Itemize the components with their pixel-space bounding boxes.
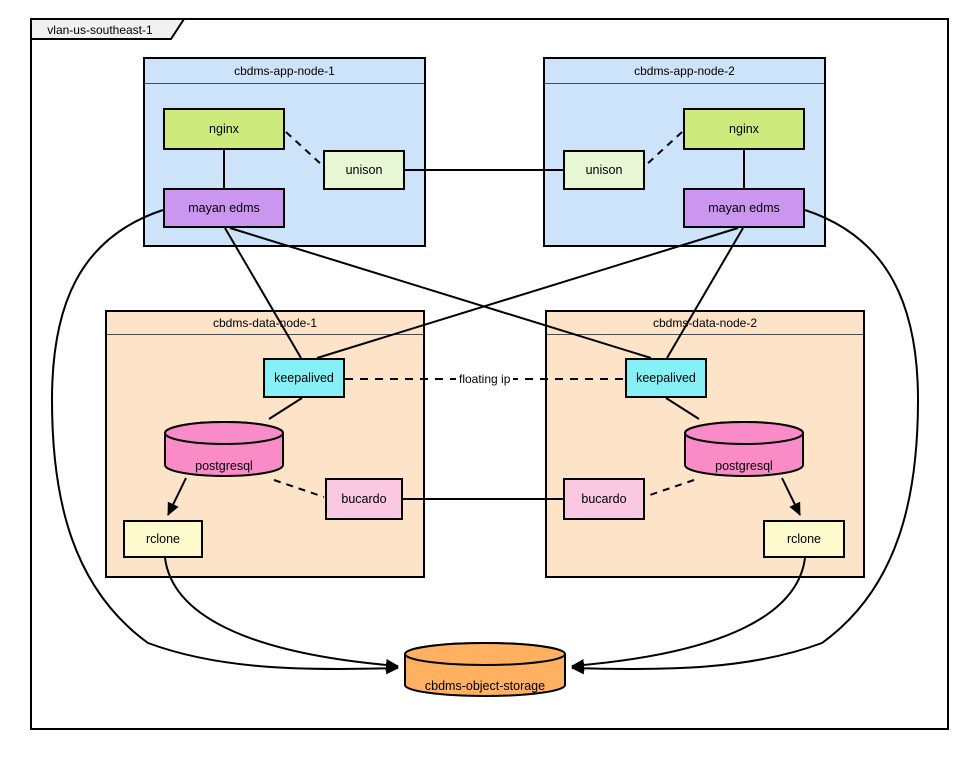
keepalived-1-box: keepalived [263,358,345,398]
object-storage-label: cbdms-object-storage [424,679,546,693]
bucardo-2-box: bucardo [563,478,645,520]
postgresql-1-cylinder: postgresql [163,420,285,478]
unison-1-box: unison [323,150,405,190]
app-node-1-title: cbdms-app-node-1 [145,59,424,84]
rclone-2-box: rclone [763,520,845,558]
bucardo-1-box: bucardo [325,478,403,520]
app-node-2-title: cbdms-app-node-2 [545,59,824,84]
floating-ip-label: floating ip [456,371,514,387]
unison-2-box: unison [563,150,645,190]
vlan-frame-label: vlan-us-southeast-1 [47,23,153,37]
data-node-1-title: cbdms-data-node-1 [107,312,423,335]
mayan-edms-2-box: mayan edms [683,188,805,228]
nginx-1-box: nginx [163,108,285,150]
postgresql-2-cylinder: postgresql [683,420,805,478]
data-node-2-title: cbdms-data-node-2 [547,312,863,335]
object-storage-cylinder: cbdms-object-storage [403,641,567,698]
mayan-edms-1-box: mayan edms [163,188,285,228]
postgresql-1-label: postgresql [195,459,253,473]
nginx-2-box: nginx [683,108,805,150]
rclone-1-box: rclone [123,520,203,558]
keepalived-2-box: keepalived [625,358,707,398]
postgresql-2-label: postgresql [715,459,773,473]
